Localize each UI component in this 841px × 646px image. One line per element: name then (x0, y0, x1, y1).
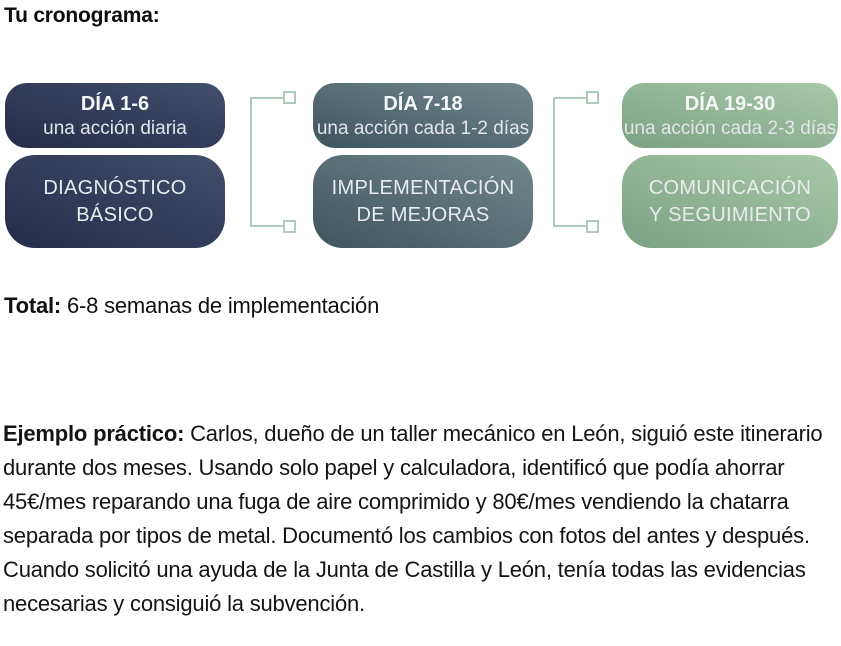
step1-phase-line2: BÁSICO (76, 203, 154, 226)
step1-day-label: DÍA 1-6 (80, 92, 150, 115)
example-label: Ejemplo práctico: (3, 421, 185, 446)
timeline-diagram: DÍA 1-6 una acción diaria DIAGNÓSTICO BÁ… (0, 0, 841, 270)
step1-frequency: una acción diaria (43, 117, 187, 139)
connector-square-icon (283, 91, 296, 104)
page-title: Tu cronograma: (4, 4, 160, 27)
step2-phase-box: IMPLEMENTACIÓN DE MEJORAS (313, 155, 533, 248)
step3-phase-line2: Y SEGUIMIENTO (648, 203, 812, 226)
step2-day-label: DÍA 7-18 (383, 92, 463, 115)
step2-frequency: una acción cada 1-2 días (316, 117, 530, 139)
connector-1 (250, 91, 296, 233)
step2-phase-line2: DE MEJORAS (356, 203, 490, 226)
step2-day-box: DÍA 7-18 una acción cada 1-2 días (313, 83, 533, 148)
connector-square-icon (586, 91, 599, 104)
step1-phase-line1: DIAGNÓSTICO (43, 176, 187, 199)
step3-phase-line1: COMUNICACIÓN (648, 176, 812, 199)
connector-square-icon (283, 220, 296, 233)
total-text: 6-8 semanas de implementación (61, 293, 380, 318)
connector-2 (553, 91, 599, 233)
connector-square-icon (586, 220, 599, 233)
example-paragraph: Ejemplo práctico: Carlos, dueño de un ta… (3, 417, 841, 621)
step3-day-label: DÍA 19-30 (684, 92, 776, 115)
step3-phase-box: COMUNICACIÓN Y SEGUIMIENTO (622, 155, 838, 248)
total-label: Total: (4, 293, 62, 318)
step1-day-box: DÍA 1-6 una acción diaria (5, 83, 225, 148)
step3-frequency: una acción cada 2-3 días (623, 117, 837, 139)
example-text: Carlos, dueño de un taller mecánico en L… (3, 421, 823, 616)
total-line: Total: 6-8 semanas de implementación (4, 293, 379, 319)
step3-day-box: DÍA 19-30 una acción cada 2-3 días (622, 83, 838, 148)
step1-phase-box: DIAGNÓSTICO BÁSICO (5, 155, 225, 248)
step2-phase-line1: IMPLEMENTACIÓN (331, 176, 515, 199)
